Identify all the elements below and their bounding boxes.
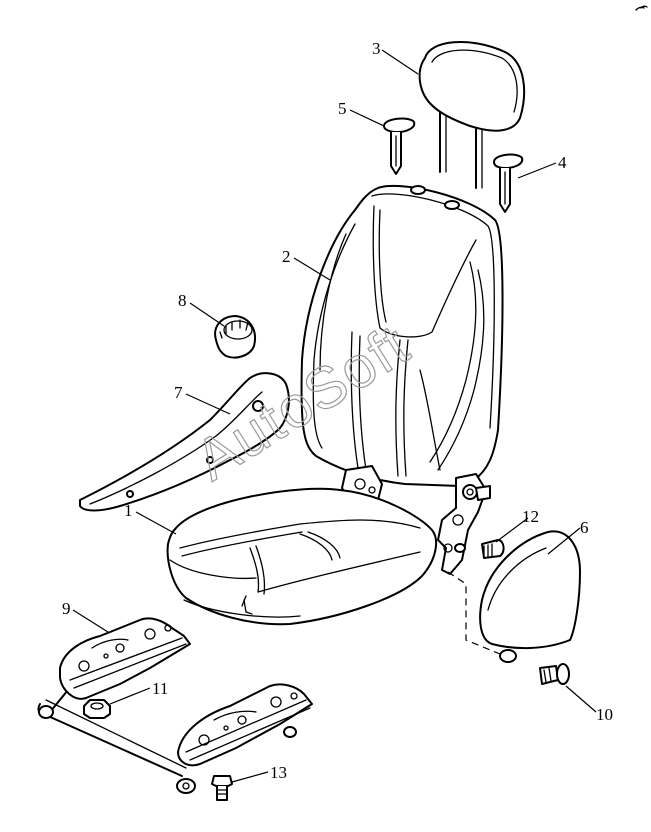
callout-7: 7	[174, 383, 183, 402]
callout-labels: 3 5 4 2 8 7 1 12 6 9 11 10 13	[62, 39, 613, 782]
callout-1: 1	[124, 501, 133, 520]
part-bolt-recliner	[454, 539, 505, 559]
callout-13: 13	[270, 763, 287, 782]
callout-12: 12	[522, 507, 539, 526]
callout-2: 2	[282, 247, 291, 266]
part-recline-knob	[214, 315, 256, 359]
callout-9: 9	[62, 599, 71, 618]
callout-8: 8	[178, 291, 187, 310]
part-screw	[539, 663, 570, 685]
part-bolt-track	[211, 775, 233, 801]
part-nut	[83, 699, 111, 719]
part-recliner-mechanism	[437, 473, 491, 575]
callout-6: 6	[580, 518, 589, 537]
corner-mark	[635, 5, 648, 11]
callout-4: 4	[558, 153, 567, 172]
assembly-line	[447, 571, 501, 655]
leader-lines	[72, 49, 597, 783]
part-headrest	[418, 41, 526, 189]
part-side-trim	[79, 372, 290, 512]
part-seat-cushion	[166, 487, 438, 626]
part-headrest-guide-left	[383, 117, 416, 175]
callout-5: 5	[338, 99, 347, 118]
part-headrest-guide-right	[493, 153, 524, 213]
callout-10: 10	[596, 705, 613, 724]
part-side-cover	[479, 530, 581, 663]
callout-3: 3	[372, 39, 381, 58]
callout-11: 11	[152, 679, 168, 698]
part-seat-back	[300, 184, 504, 503]
part-seat-tracks	[37, 617, 313, 794]
